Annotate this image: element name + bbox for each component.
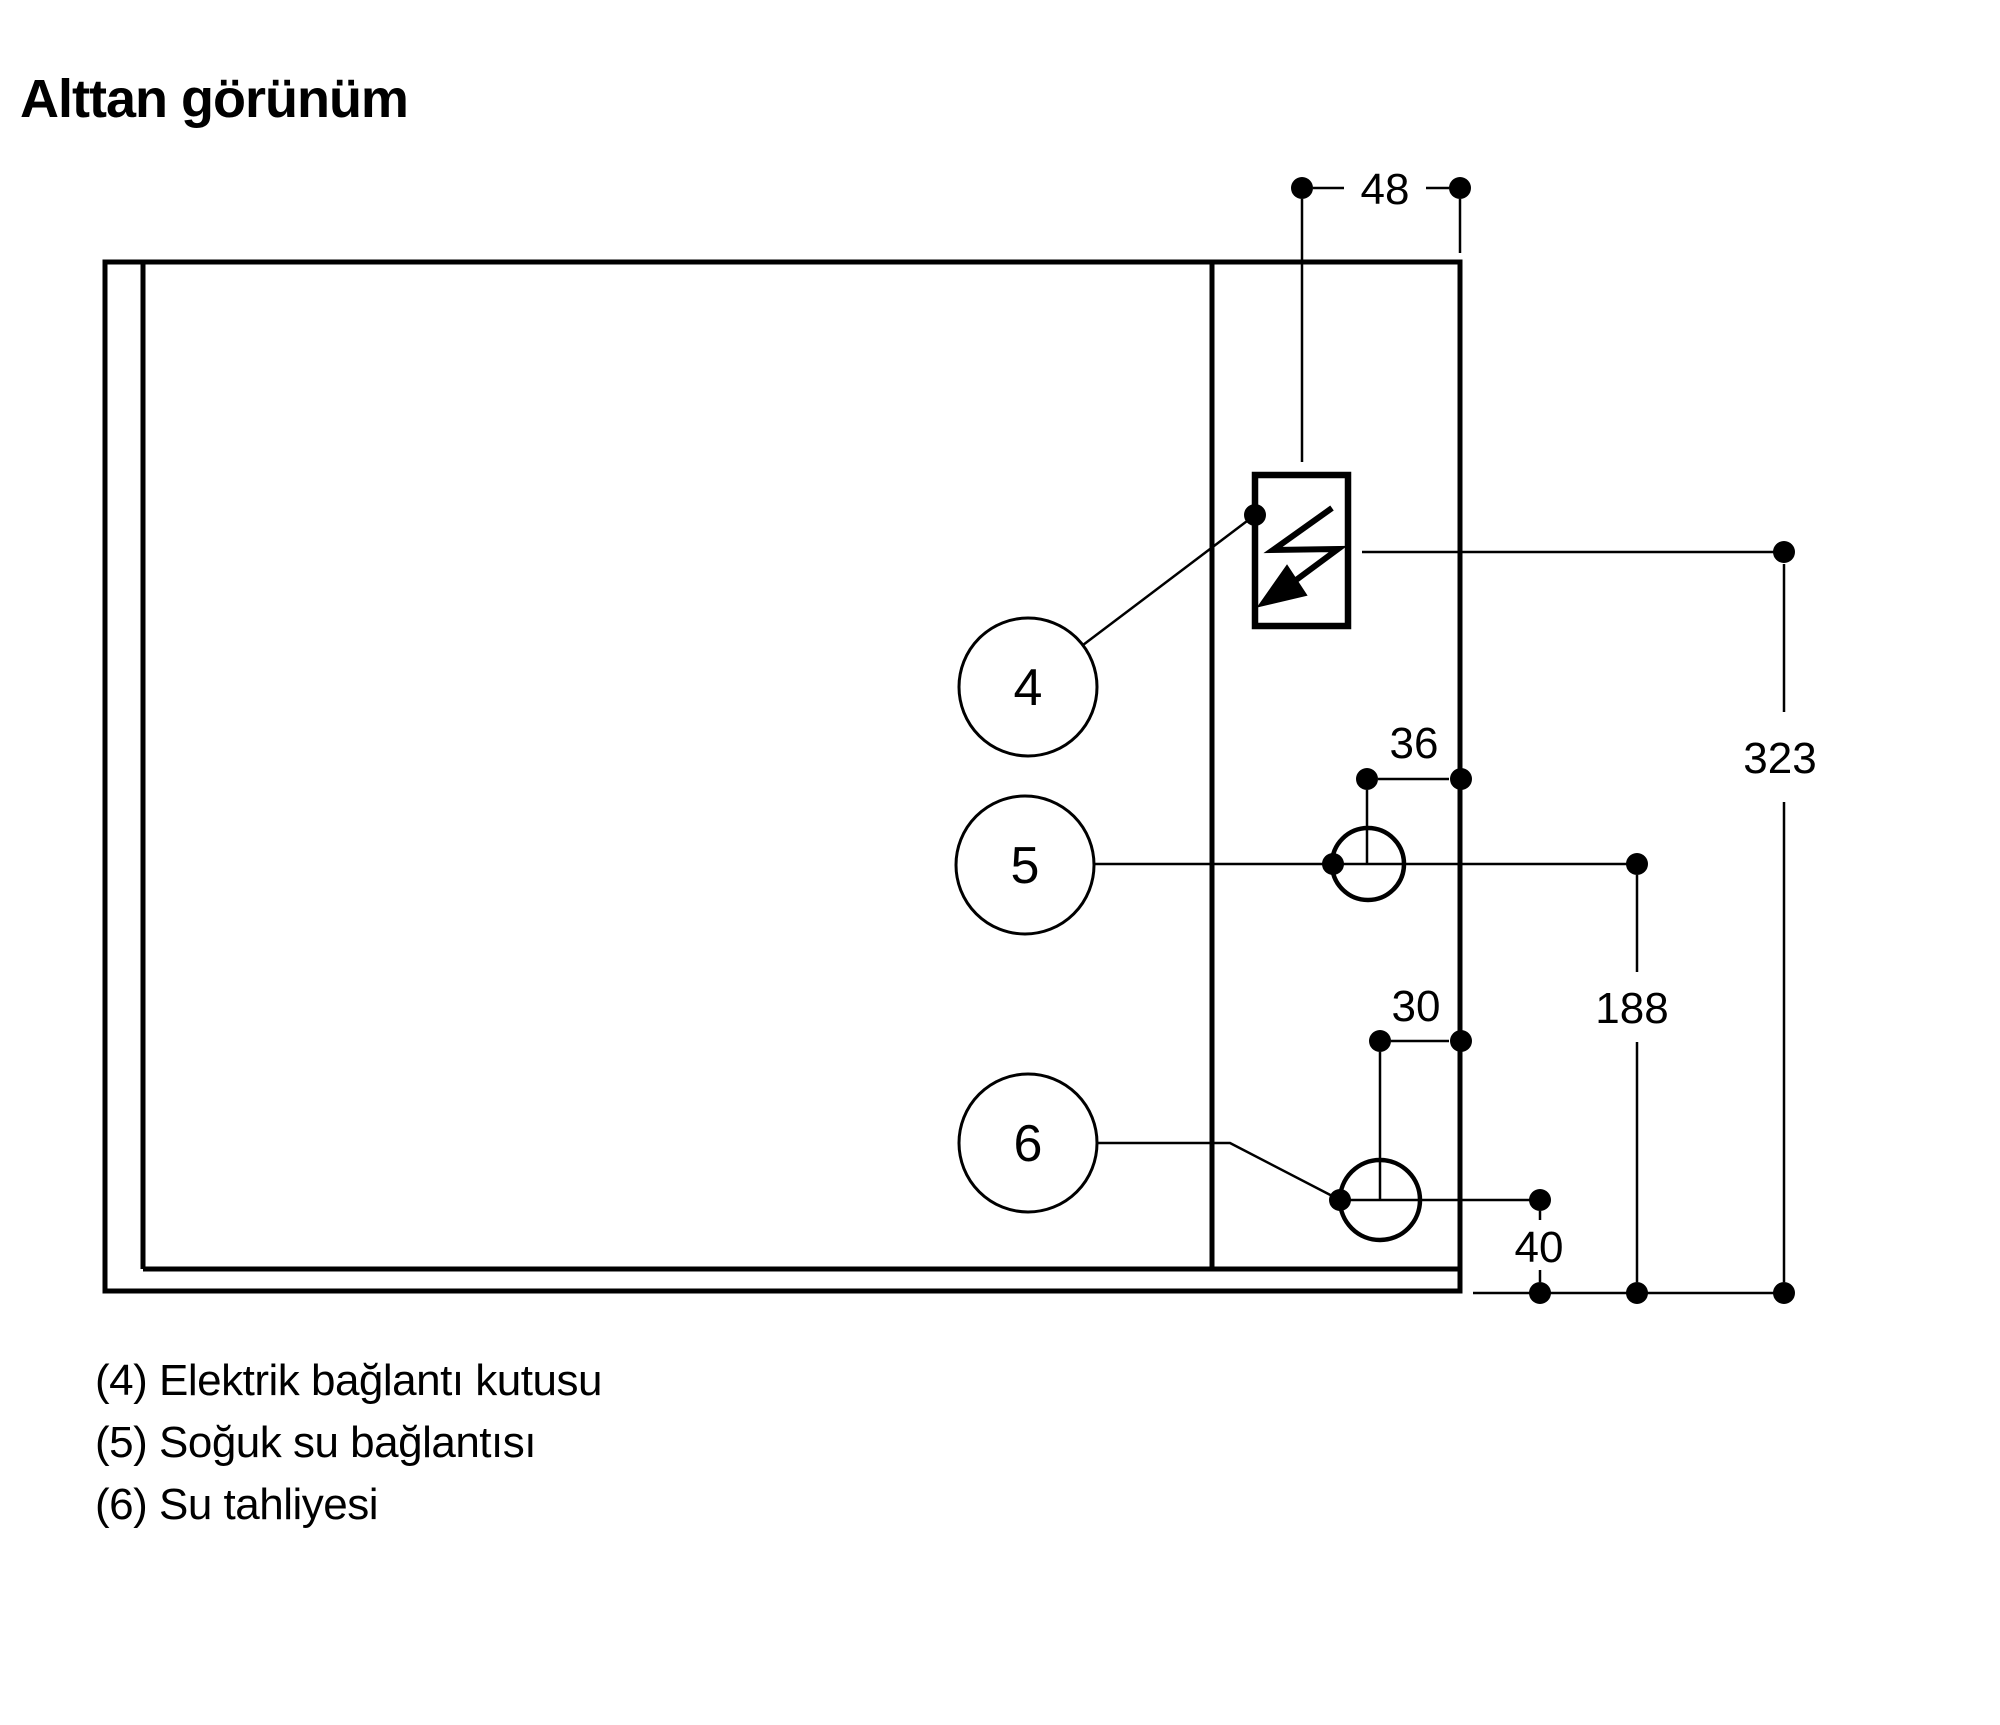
dim-48-label: 48	[1361, 165, 1410, 214]
legend-item-drain: (6) Su tahliyesi	[95, 1480, 379, 1529]
callout-6-circle	[957, 1072, 1099, 1214]
electrical-box-outline	[1251, 471, 1352, 630]
callout-4: 4	[957, 504, 1266, 758]
callout-6-label: 6	[1014, 1115, 1043, 1173]
legend: (4) Elektrik bağlantı kutusu (5) Soğuk s…	[95, 1350, 602, 1536]
dim-36: 36	[1356, 719, 1472, 864]
dim-188: 188	[1595, 853, 1669, 1304]
callout-6-leader	[1097, 1141, 1341, 1202]
callout-4-label: 4	[1014, 659, 1043, 717]
appliance-outline	[102, 259, 1463, 1294]
callout-5-anchor-dot	[1322, 853, 1344, 875]
lightning-arrow-icon	[1256, 505, 1348, 608]
dim-323-label: 323	[1743, 734, 1816, 783]
callout-4-anchor-dot	[1244, 504, 1266, 526]
dim-30-label: 30	[1392, 982, 1441, 1031]
callout-5-label: 5	[1011, 837, 1040, 895]
dim-40-label: 40	[1515, 1223, 1564, 1272]
appliance-outer-edge	[102, 259, 1463, 1294]
callout-4-leader	[1082, 514, 1256, 646]
legend-item-cold-water: (5) Soğuk su bağlantısı	[95, 1418, 536, 1467]
dim-48: 48	[1291, 165, 1471, 462]
dim-323: 323	[1743, 541, 1817, 1304]
callout-6: 6	[957, 1072, 1351, 1214]
callout-5-circle	[954, 794, 1096, 936]
callout-4-circle	[957, 616, 1099, 758]
callout-6-anchor-dot	[1329, 1189, 1351, 1211]
callout-5: 5	[954, 794, 1344, 936]
dim-40: 40	[1515, 1189, 1564, 1304]
legend-item-electrical: (4) Elektrik bağlantı kutusu	[95, 1356, 602, 1405]
electrical-box	[1251, 471, 1352, 630]
page-title: Alttan görünüm	[20, 69, 409, 129]
dim-188-label: 188	[1595, 984, 1668, 1033]
dim-36-label: 36	[1390, 719, 1439, 768]
dim-30: 30	[1369, 982, 1472, 1200]
